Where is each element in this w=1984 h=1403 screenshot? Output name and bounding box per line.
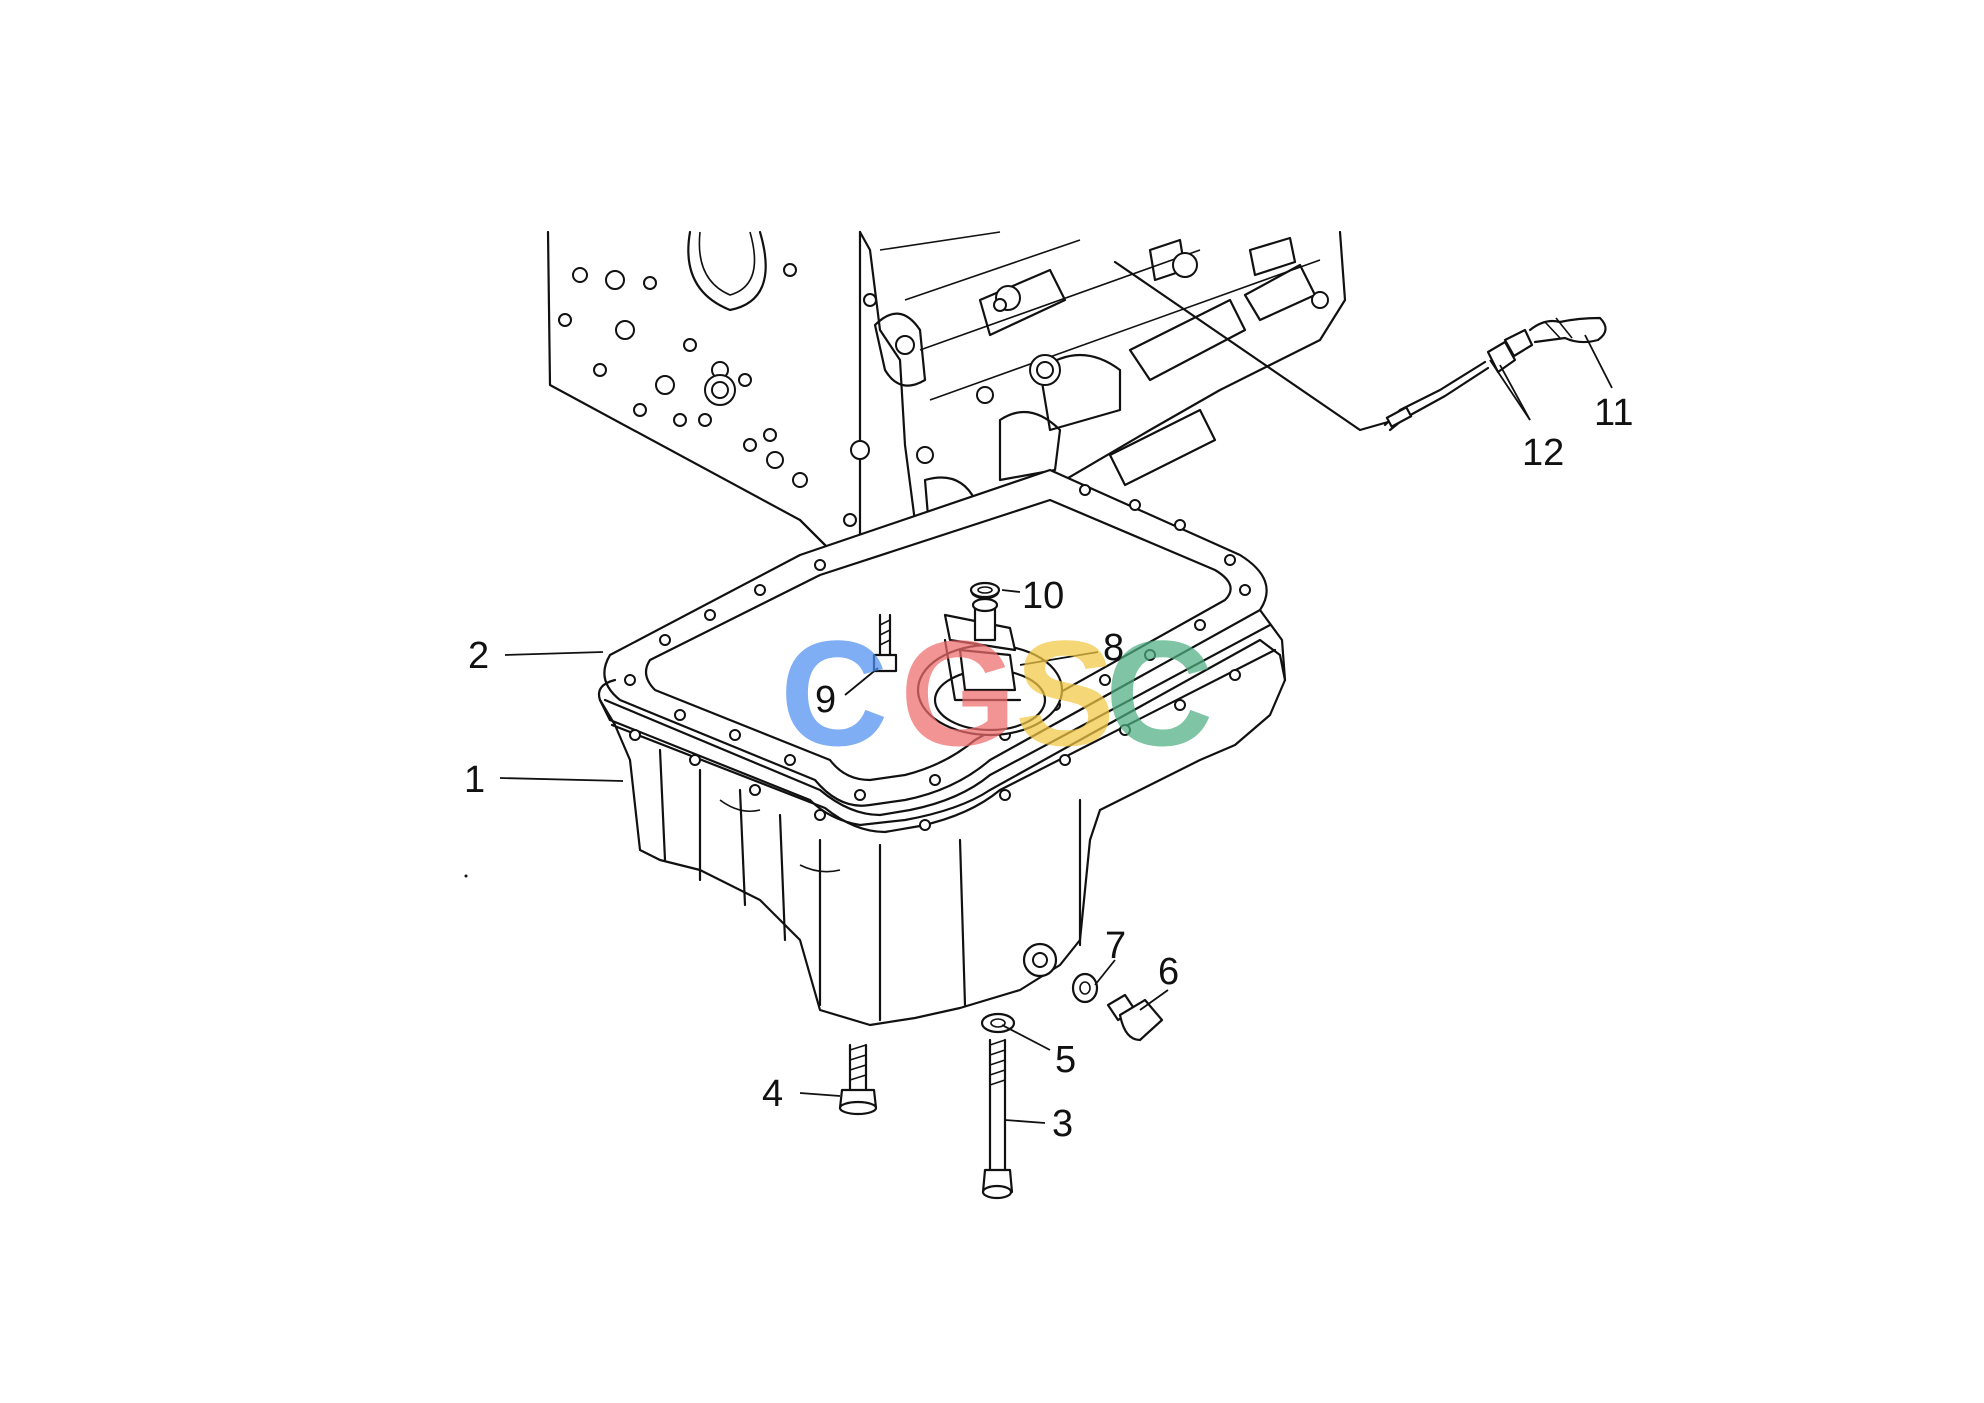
watermark: C G S C: [780, 609, 1213, 777]
oil-pan: [597, 608, 1287, 1027]
washer-7: [1071, 972, 1099, 1004]
watermark-letter-2: G: [900, 609, 1017, 777]
callout-8: 8: [1103, 627, 1124, 669]
callout-1: 1: [464, 759, 485, 801]
callout-labels: 1 2 3 4 5 6 7 8 9 10 11 12: [464, 392, 1633, 1145]
callout-10: 10: [1022, 575, 1064, 617]
leader-lines: [499, 334, 1613, 1124]
drain-plug-6: [1106, 993, 1164, 1042]
o-ring-10: [969, 581, 1001, 599]
block-holes: [558, 263, 877, 527]
callout-5: 5: [1055, 1039, 1076, 1081]
callout-11: 11: [1594, 392, 1633, 434]
watermark-letter-4: C: [1105, 609, 1213, 777]
callout-9: 9: [815, 679, 836, 721]
watermark-letter-3: S: [1015, 609, 1115, 777]
stray-dot: [464, 874, 468, 878]
callout-7: 7: [1105, 925, 1126, 967]
bolt-4: [838, 1043, 878, 1116]
callout-3: 3: [1052, 1103, 1073, 1145]
gasket: [603, 468, 1268, 807]
dipstick: [1113, 260, 1607, 432]
bolt-3: [981, 1038, 1014, 1200]
callout-12: 12: [1522, 432, 1564, 474]
watermark-letter-1: C: [780, 609, 888, 777]
callout-4: 4: [762, 1073, 783, 1115]
callout-6: 6: [1158, 951, 1179, 993]
bolt-9: [872, 613, 898, 673]
callout-2: 2: [468, 635, 489, 677]
engine-block: [546, 230, 1347, 582]
